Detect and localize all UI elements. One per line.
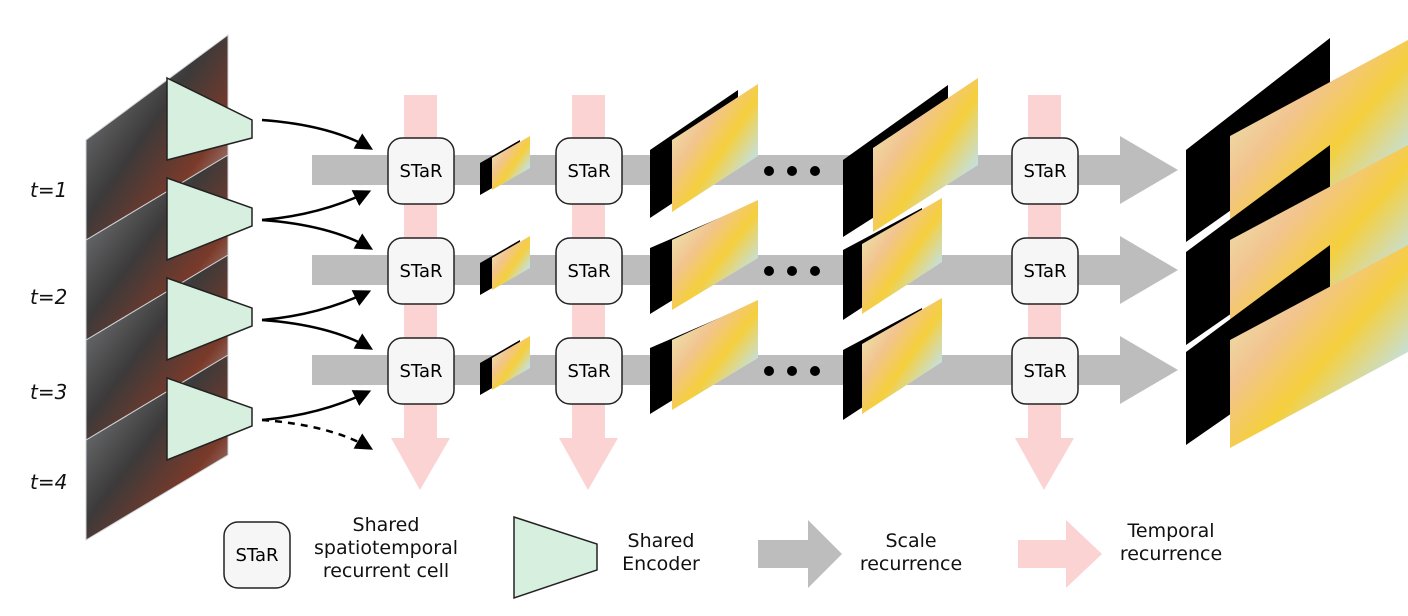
legend-star-desc-line-2: spatiotemporal bbox=[313, 537, 459, 559]
connection-3-to-row-3 bbox=[261, 318, 374, 350]
encoder-1 bbox=[166, 76, 253, 161]
legend-temporal-description: Temporal recurrence bbox=[1106, 520, 1236, 566]
star-cell-r1-c3: STaR bbox=[1011, 137, 1079, 205]
star-cell-r2-c3: STaR bbox=[1011, 237, 1079, 305]
star-cell-r2-c1: STaR bbox=[387, 237, 455, 305]
time-label-t2: t=2 bbox=[30, 285, 68, 309]
legend-star-desc-line-1: Shared bbox=[352, 514, 420, 536]
legend-temporal-desc-line-1: Temporal bbox=[1127, 520, 1215, 542]
star-cell-r1-c2: STaR bbox=[555, 137, 623, 205]
svg-text:STaR: STaR bbox=[568, 361, 611, 382]
ellipsis-row-3 bbox=[764, 366, 820, 376]
ellipsis-dots bbox=[764, 166, 820, 376]
encoders bbox=[166, 76, 253, 462]
encoder-2 bbox=[166, 176, 253, 262]
small-map-row-1 bbox=[480, 136, 530, 195]
large-maps bbox=[843, 78, 978, 420]
legend-star-desc-line-3: recurrent cell bbox=[322, 560, 450, 582]
medium-maps bbox=[650, 84, 758, 414]
connection-2-to-row-2 bbox=[261, 218, 374, 250]
legend-encoder-description: Shared Encoder bbox=[606, 530, 716, 576]
time-label-t1: t=1 bbox=[30, 178, 68, 202]
medium-map-row-1 bbox=[650, 84, 758, 218]
ellipsis-row-2 bbox=[764, 266, 820, 276]
medium-map-row-3 bbox=[650, 300, 758, 414]
star-cell-r3-c2: STaR bbox=[555, 337, 623, 405]
svg-text:STaR: STaR bbox=[400, 161, 443, 182]
time-label-t4: t=4 bbox=[30, 470, 68, 494]
legend-encoder-icon bbox=[513, 515, 598, 600]
legend-scale-desc-line-1: Scale bbox=[885, 530, 937, 552]
svg-text:STaR: STaR bbox=[1024, 161, 1067, 182]
star-cell-r2-c2: STaR bbox=[555, 237, 623, 305]
legend-temporal-arrow-icon bbox=[1018, 520, 1102, 588]
legend-star-icon: STaR bbox=[223, 521, 291, 589]
star-cells: STaR STaR STaR STaR STaR STaR STaR STaR … bbox=[387, 137, 1079, 405]
output-map-row-3 bbox=[1186, 245, 1408, 448]
svg-text:STaR: STaR bbox=[1024, 261, 1067, 282]
small-maps bbox=[480, 136, 530, 395]
encoder-3 bbox=[166, 276, 253, 362]
encoder-4 bbox=[166, 376, 253, 462]
connection-1-to-row-1 bbox=[261, 118, 374, 150]
svg-text:STaR: STaR bbox=[400, 361, 443, 382]
svg-text:STaR: STaR bbox=[1024, 361, 1067, 382]
svg-text:STaR: STaR bbox=[568, 261, 611, 282]
connection-4-to-next bbox=[261, 418, 374, 450]
connection-4-to-row-3 bbox=[261, 390, 372, 422]
connection-3-to-row-2 bbox=[261, 290, 372, 322]
legend-scale-description: Scale recurrence bbox=[846, 530, 976, 576]
large-map-row-2 bbox=[843, 198, 942, 320]
svg-text:STaR: STaR bbox=[236, 545, 279, 566]
svg-text:STaR: STaR bbox=[400, 261, 443, 282]
legend-scale-arrow-icon bbox=[758, 520, 842, 588]
legend-temporal-desc-line-2: recurrence bbox=[1119, 543, 1223, 565]
legend-scale-desc-line-2: recurrence bbox=[859, 553, 963, 575]
large-map-row-3 bbox=[843, 298, 942, 420]
connection-2-to-row-1 bbox=[261, 190, 372, 222]
encoder-connections bbox=[261, 118, 374, 450]
small-map-row-3 bbox=[480, 336, 530, 395]
time-label-t3: t=3 bbox=[30, 380, 68, 404]
legend-encoder-desc-line-2: Encoder bbox=[622, 553, 700, 575]
output-maps bbox=[1186, 38, 1408, 448]
small-map-row-2 bbox=[480, 236, 530, 295]
large-map-row-1 bbox=[843, 78, 978, 237]
legend-graphics: STaR bbox=[223, 515, 1102, 600]
input-frame-1 bbox=[85, 34, 229, 241]
svg-text:STaR: STaR bbox=[568, 161, 611, 182]
star-cell-r3-c1: STaR bbox=[387, 337, 455, 405]
star-cell-r3-c3: STaR bbox=[1011, 337, 1079, 405]
legend-encoder-desc-line-1: Shared bbox=[627, 530, 695, 552]
medium-map-row-2 bbox=[650, 200, 758, 314]
star-cell-r1-c1: STaR bbox=[387, 137, 455, 205]
ellipsis-row-1 bbox=[764, 166, 820, 176]
legend-star-description: Shared spatiotemporal recurrent cell bbox=[296, 514, 476, 583]
